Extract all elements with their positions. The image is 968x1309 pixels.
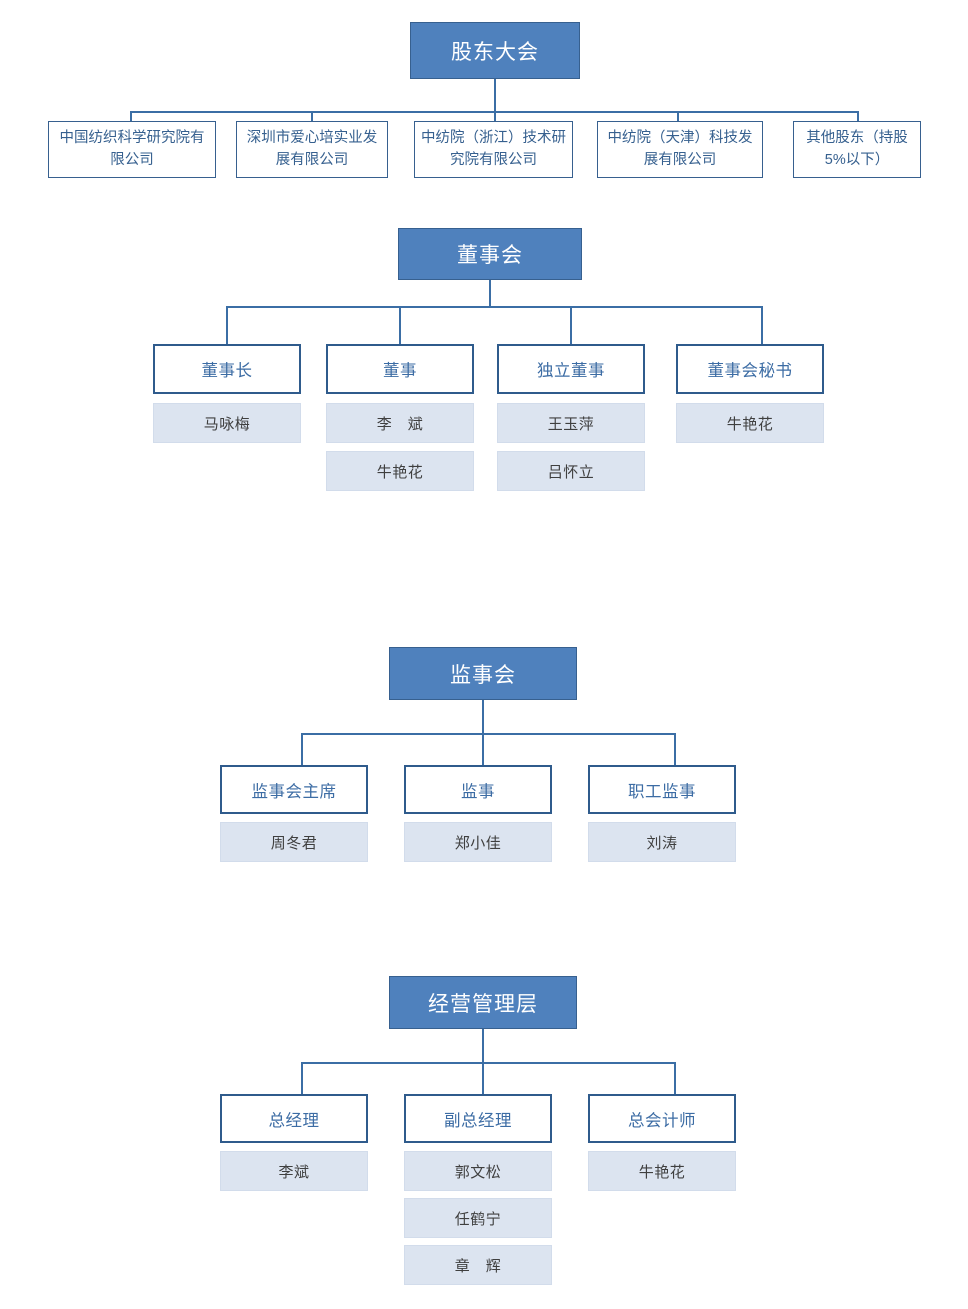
node-label: 中纺院（浙江）技术研究院有限公司 — [421, 130, 566, 168]
node-label: 职工监事 — [628, 782, 696, 801]
chip-person-director-1[interactable]: 李 斌 — [326, 403, 474, 443]
node-role-independent-director[interactable]: 独立董事 — [497, 344, 645, 394]
person-name: 刘涛 — [646, 834, 678, 852]
node-label: 中国纺织科学研究院有限公司 — [59, 130, 205, 168]
connector-drop-shareholder-5 — [857, 111, 859, 122]
node-label: 总会计师 — [628, 1111, 696, 1130]
node-label: 副总经理 — [444, 1111, 512, 1130]
node-role-chairman[interactable]: 董事长 — [153, 344, 301, 394]
node-role-deputy-general-manager[interactable]: 副总经理 — [404, 1094, 552, 1143]
connector-stem-board — [489, 280, 491, 307]
node-role-director[interactable]: 董事 — [326, 344, 474, 394]
node-shareholder-2[interactable]: 深圳市爱心培实业发展有限公司 — [236, 121, 388, 178]
person-name: 郑小佳 — [454, 834, 502, 852]
person-name: 任鹤宁 — [454, 1210, 502, 1228]
connector-drop-shareholder-1 — [130, 111, 132, 122]
node-role-general-manager[interactable]: 总经理 — [220, 1094, 368, 1143]
connector-drop-shareholder-2 — [311, 111, 313, 122]
person-name: 李斌 — [278, 1163, 310, 1181]
node-label: 深圳市爱心培实业发展有限公司 — [246, 130, 378, 168]
chip-person-chairman-1[interactable]: 马咏梅 — [153, 403, 301, 443]
chip-person-board-secretary-1[interactable]: 牛艳花 — [676, 403, 824, 443]
node-label: 董事会秘书 — [707, 362, 793, 380]
connector-drop-supervisor-3 — [674, 733, 676, 765]
connector-drop-board-4 — [761, 306, 763, 344]
node-role-employee-supervisor[interactable]: 职工监事 — [588, 765, 736, 814]
person-name: 马咏梅 — [203, 415, 251, 433]
node-label: 中纺院（天津）科技发展有限公司 — [607, 130, 753, 168]
node-board-of-supervisors[interactable]: 监事会 — [389, 647, 577, 700]
node-label: 其他股东（持股5%以下） — [806, 130, 908, 168]
connector-drop-board-1 — [226, 306, 228, 344]
connector-stem-shareholders — [494, 79, 496, 112]
chip-person-deputy-general-manager-1[interactable]: 郭文松 — [404, 1151, 552, 1191]
chip-person-deputy-general-manager-2[interactable]: 任鹤宁 — [404, 1198, 552, 1238]
node-shareholder-1[interactable]: 中国纺织科学研究院有限公司 — [48, 121, 216, 178]
node-role-chief-accountant[interactable]: 总会计师 — [588, 1094, 736, 1143]
connector-drop-board-2 — [399, 306, 401, 344]
chip-person-supervisor-1[interactable]: 郑小佳 — [404, 822, 552, 862]
node-label: 独立董事 — [537, 362, 605, 380]
connector-stem-supervisors — [482, 700, 484, 765]
person-name: 牛艳花 — [376, 463, 424, 481]
person-name: 周冬君 — [270, 834, 318, 852]
node-shareholder-4[interactable]: 中纺院（天津）科技发展有限公司 — [597, 121, 763, 178]
connector-bus-management — [301, 1062, 676, 1064]
person-name: 李 斌 — [376, 415, 424, 433]
node-label: 监事会 — [450, 663, 516, 687]
connector-drop-shareholder-4 — [677, 111, 679, 122]
chip-person-chief-accountant-1[interactable]: 牛艳花 — [588, 1151, 736, 1191]
person-name: 牛艳花 — [726, 415, 774, 433]
person-name: 郭文松 — [454, 1163, 502, 1181]
connector-drop-management-1 — [301, 1062, 303, 1094]
connector-bus-board — [226, 306, 763, 308]
connector-drop-management-3 — [674, 1062, 676, 1094]
node-shareholder-3[interactable]: 中纺院（浙江）技术研究院有限公司 — [414, 121, 573, 178]
node-label: 监事会主席 — [251, 782, 337, 801]
node-label: 董事长 — [201, 362, 253, 380]
chip-person-supervisor-chairman-1[interactable]: 周冬君 — [220, 822, 368, 862]
node-label: 监事 — [461, 782, 495, 801]
person-name: 吕怀立 — [547, 463, 595, 481]
node-role-supervisor-chairman[interactable]: 监事会主席 — [220, 765, 368, 814]
node-label: 董事 — [383, 362, 417, 380]
node-role-board-secretary[interactable]: 董事会秘书 — [676, 344, 824, 394]
chip-person-independent-director-2[interactable]: 吕怀立 — [497, 451, 645, 491]
connector-drop-shareholder-3 — [494, 111, 496, 122]
node-shareholders-meeting[interactable]: 股东大会 — [410, 22, 580, 79]
node-label: 总经理 — [268, 1111, 320, 1130]
chip-person-deputy-general-manager-3[interactable]: 章 辉 — [404, 1245, 552, 1285]
connector-drop-supervisor-1 — [301, 733, 303, 765]
node-role-supervisor[interactable]: 监事 — [404, 765, 552, 814]
node-shareholder-5[interactable]: 其他股东（持股5%以下） — [793, 121, 921, 178]
node-label: 董事会 — [457, 244, 523, 267]
connector-drop-board-3 — [570, 306, 572, 344]
chip-person-general-manager-1[interactable]: 李斌 — [220, 1151, 368, 1191]
node-board-of-directors[interactable]: 董事会 — [398, 228, 582, 280]
chip-person-director-2[interactable]: 牛艳花 — [326, 451, 474, 491]
node-label: 经营管理层 — [428, 992, 538, 1016]
node-label: 股东大会 — [451, 40, 539, 64]
person-name: 牛艳花 — [638, 1163, 686, 1181]
person-name: 章 辉 — [454, 1257, 502, 1275]
chip-person-independent-director-1[interactable]: 王玉萍 — [497, 403, 645, 443]
connector-bus-supervisors — [301, 733, 676, 735]
connector-stem-management — [482, 1029, 484, 1094]
person-name: 王玉萍 — [547, 415, 595, 433]
node-management-layer[interactable]: 经营管理层 — [389, 976, 577, 1029]
chip-person-employee-supervisor-1[interactable]: 刘涛 — [588, 822, 736, 862]
